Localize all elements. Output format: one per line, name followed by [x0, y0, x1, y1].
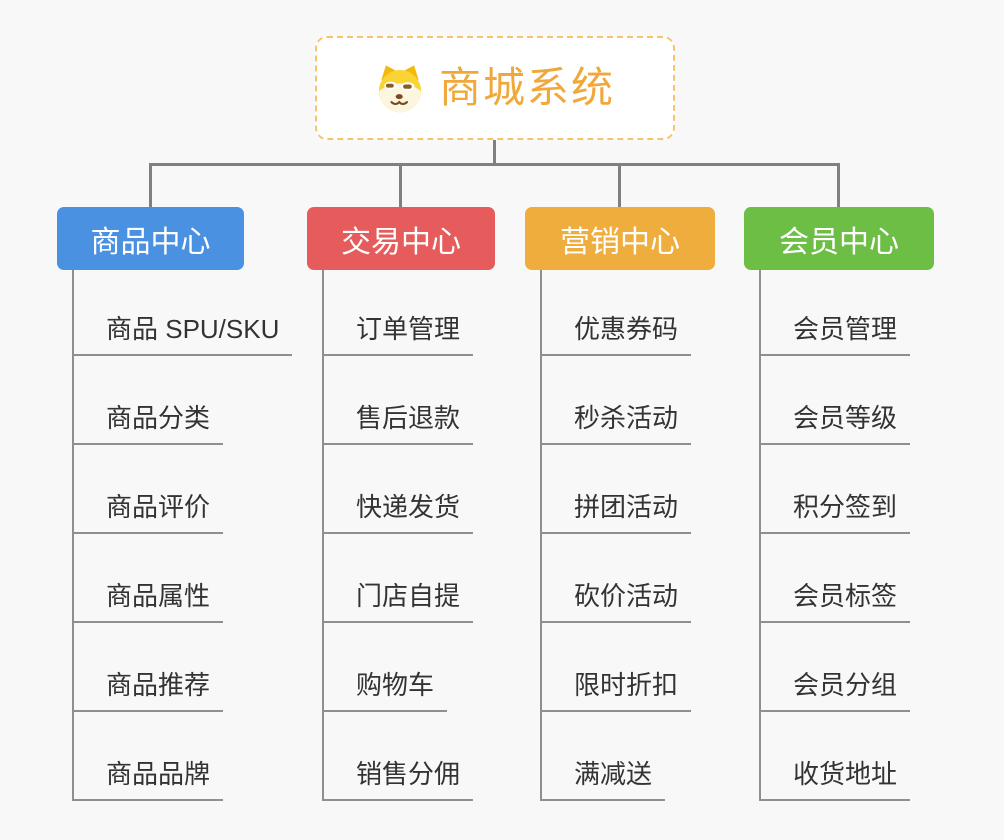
connector-branch-stub-3 [618, 165, 621, 208]
child-node[interactable]: 门店自提 [322, 580, 474, 623]
connector-spine-marketing [540, 270, 542, 800]
branch-node-marketing-center[interactable]: 营销中心 [525, 207, 715, 270]
child-node[interactable]: 限时折扣 [540, 669, 692, 712]
child-node[interactable]: 秒杀活动 [540, 402, 692, 445]
branch-node-trade-center[interactable]: 交易中心 [307, 207, 495, 270]
child-node[interactable]: 购物车 [322, 669, 448, 712]
child-node[interactable]: 商品评价 [72, 491, 224, 534]
child-node[interactable]: 会员等级 [759, 402, 911, 445]
child-node[interactable]: 拼团活动 [540, 491, 692, 534]
child-node[interactable]: 商品品牌 [72, 758, 224, 801]
doge-icon [375, 63, 425, 113]
child-node[interactable]: 满减送 [540, 758, 666, 801]
child-node[interactable]: 商品属性 [72, 580, 224, 623]
child-node[interactable]: 优惠券码 [540, 313, 692, 356]
connector-spine-trade [322, 270, 324, 800]
child-node[interactable]: 商品 SPU/SKU [72, 313, 293, 356]
child-node[interactable]: 积分签到 [759, 491, 911, 534]
child-node[interactable]: 会员标签 [759, 580, 911, 623]
child-node[interactable]: 会员分组 [759, 669, 911, 712]
child-node[interactable]: 砍价活动 [540, 580, 692, 623]
root-node[interactable]: 商城系统 [315, 36, 675, 140]
connector-root-stub [493, 140, 496, 164]
root-title: 商城系统 [438, 64, 615, 111]
branch-node-product-center[interactable]: 商品中心 [57, 207, 244, 270]
child-node[interactable]: 会员管理 [759, 313, 911, 356]
child-node[interactable]: 收货地址 [759, 758, 911, 801]
connector-spine-product [72, 270, 74, 800]
child-node[interactable]: 商品推荐 [72, 669, 224, 712]
connector-horizontal-rail [149, 163, 840, 166]
connector-spine-member [759, 270, 761, 800]
child-node[interactable]: 商品分类 [72, 402, 224, 445]
connector-branch-stub-2 [399, 165, 402, 208]
connector-branch-stub-1 [149, 165, 152, 208]
child-node[interactable]: 销售分佣 [322, 758, 474, 801]
connector-branch-stub-4 [837, 165, 840, 208]
child-node[interactable]: 售后退款 [322, 402, 474, 445]
child-node[interactable]: 快递发货 [322, 491, 474, 534]
child-node[interactable]: 订单管理 [322, 313, 474, 356]
branch-node-member-center[interactable]: 会员中心 [744, 207, 934, 270]
